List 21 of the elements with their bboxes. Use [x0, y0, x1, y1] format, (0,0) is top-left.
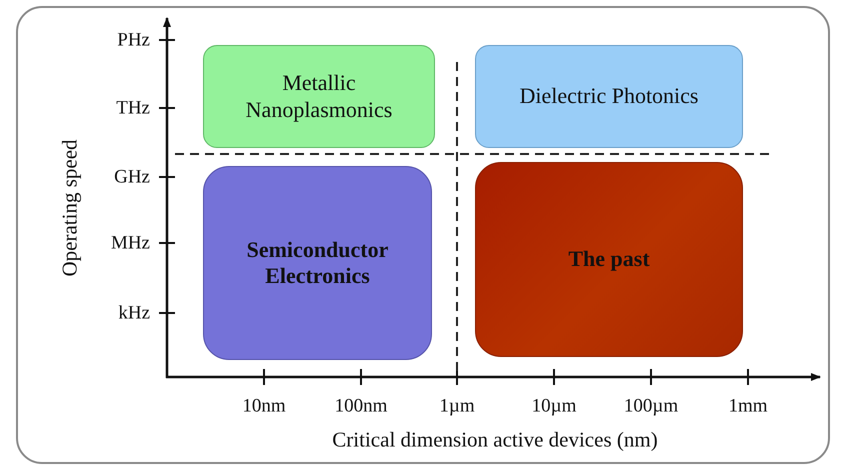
region-box	[475, 162, 743, 357]
axis-tick-label: kHz	[118, 304, 150, 322]
region-label: The past	[568, 246, 650, 273]
axis-tick-label: PHz	[117, 30, 150, 50]
axis-tick-label: GHz	[114, 168, 150, 186]
axis-tick-label: MHz	[110, 234, 150, 252]
axis-tick-label: 10nm	[242, 396, 286, 416]
region-label: Semiconductor Electronics	[246, 236, 390, 290]
axis-tick-label: 100µm	[624, 396, 678, 416]
region-box	[203, 166, 432, 360]
axis-tick-label: THz	[116, 98, 150, 118]
axis-tick-label: 100nm	[334, 396, 388, 416]
axis-tick-label: 1mm	[728, 396, 768, 416]
axis-title: Critical dimension active devices (nm)	[332, 430, 658, 450]
axis-title: Operating speed	[60, 139, 80, 277]
region-box	[475, 45, 743, 148]
axis-tick-label: 1µm	[439, 396, 475, 416]
region-box	[203, 45, 435, 148]
axis-tick-label: 10µm	[532, 396, 576, 416]
region-label: Dielectric Photonics	[519, 83, 698, 110]
region-label: Metallic Nanoplasmonics	[244, 70, 394, 123]
